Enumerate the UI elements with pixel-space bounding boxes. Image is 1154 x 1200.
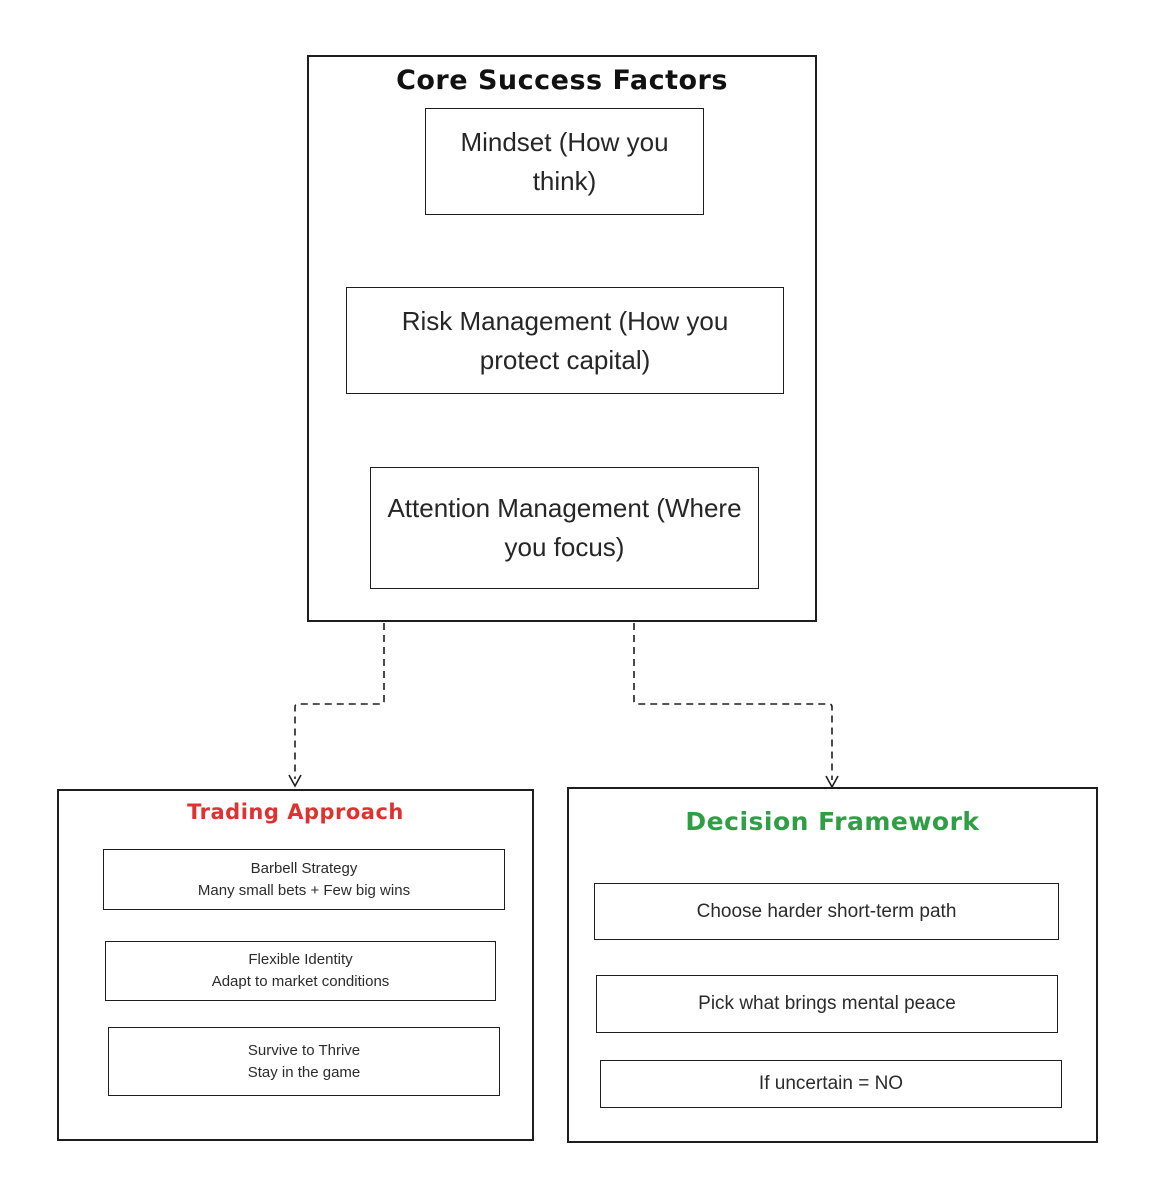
node-survive-to-thrive: Survive to Thrive Stay in the game [108,1027,500,1096]
node-risk-management-label: Risk Management (How you protect capital… [401,305,729,375]
node-mindset: Mindset (How you think) [425,108,704,215]
node-flexible-identity: Flexible Identity Adapt to market condit… [105,941,496,1001]
node-barbell-strategy-line2: Many small bets + Few big wins [197,881,411,899]
node-attention-management-label: Attention Management (Where you focus) [387,493,742,562]
connector-core-to-decision [633,623,833,780]
decision-framework-title: Decision Framework [685,807,980,836]
node-if-uncertain-no: If uncertain = NO [600,1060,1062,1108]
node-flexible-identity-line2: Adapt to market conditions [211,973,390,990]
node-risk-management: Risk Management (How you protect capital… [346,287,784,394]
node-mindset-label: Mindset (How you think) [460,126,669,196]
node-choose-harder-path: Choose harder short-term path [594,883,1059,940]
node-flexible-identity-line1: Flexible Identity [248,951,353,968]
core-success-factors-group: Core Success Factors Mindset (How you th… [307,55,817,622]
arrowhead-trading [288,774,302,788]
decision-framework-group: Decision Framework Choose harder short-t… [567,787,1098,1143]
connector-core-to-trading [294,623,385,779]
node-choose-harder-path-label: Choose harder short-term path [696,900,957,922]
node-mental-peace-label: Pick what brings mental peace [698,993,956,1014]
trading-approach-group: Trading Approach Barbell Strategy Many s… [57,789,534,1141]
node-mental-peace: Pick what brings mental peace [596,975,1058,1033]
node-if-uncertain-no-label: If uncertain = NO [758,1073,904,1094]
node-survive-to-thrive-line2: Stay in the game [247,1063,361,1081]
trading-approach-title: Trading Approach [187,800,404,824]
node-barbell-strategy: Barbell Strategy Many small bets + Few b… [103,849,505,910]
arrowhead-decision [825,775,839,789]
core-group-title: Core Success Factors [396,65,728,96]
node-barbell-strategy-line1: Barbell Strategy [250,859,358,877]
node-survive-to-thrive-line1: Survive to Thrive [247,1041,361,1059]
node-attention-management: Attention Management (Where you focus) [370,467,759,589]
